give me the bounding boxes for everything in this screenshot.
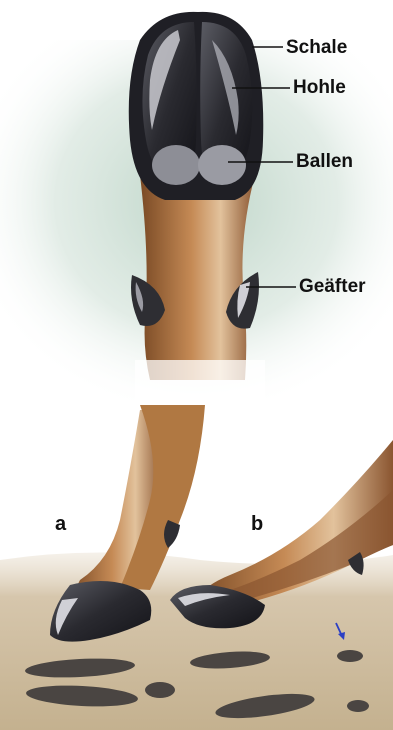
label-hohle: Hohle: [293, 78, 346, 97]
label-geafter: Geäfter: [299, 277, 366, 296]
leg-a-dew-claw: [164, 520, 180, 548]
leg-fade: [135, 360, 265, 400]
label-schale: Schale: [286, 38, 347, 57]
sole-view-hoof: [129, 12, 265, 400]
label-view-a: a: [55, 514, 66, 534]
heel-pad-left: [152, 145, 200, 185]
track-b-dew-lower: [347, 700, 369, 712]
track-mid-small: [145, 682, 175, 698]
label-ballen: Ballen: [296, 152, 353, 171]
upper-leg: [140, 175, 255, 380]
label-view-b: b: [251, 514, 263, 534]
track-b-dew-upper: [337, 650, 363, 662]
heel-pad-right: [198, 145, 246, 185]
